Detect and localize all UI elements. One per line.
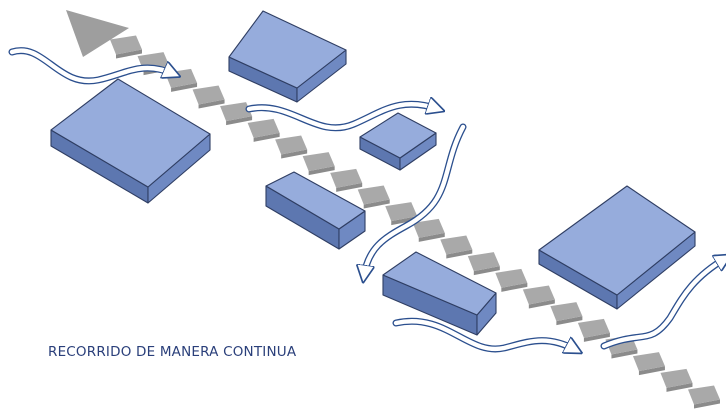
path-tile xyxy=(385,202,418,226)
path-tile xyxy=(550,302,583,326)
path-tile xyxy=(688,385,720,409)
flow-arrow-2 xyxy=(245,104,438,132)
process-box-5 xyxy=(382,251,497,336)
path-tile xyxy=(220,102,253,126)
path-tile xyxy=(495,268,528,292)
path-tile xyxy=(110,35,142,59)
path-tile xyxy=(275,135,308,159)
flow-arrow-3 xyxy=(364,123,467,276)
process-box-3 xyxy=(359,112,437,171)
path-tile xyxy=(440,235,473,259)
flow-arrows xyxy=(8,47,726,350)
diagram-caption: RECORRIDO DE MANERA CONTINUA xyxy=(48,344,297,360)
path-tile xyxy=(412,218,445,242)
path-tile xyxy=(357,185,390,209)
process-box-1 xyxy=(228,10,347,103)
path-tile xyxy=(632,352,665,376)
path-tile xyxy=(660,368,693,392)
path-tile xyxy=(522,285,555,309)
path-tile xyxy=(330,168,363,192)
process-box-4 xyxy=(265,171,366,250)
path-direction-arrowhead xyxy=(66,10,129,57)
path-tile xyxy=(247,118,280,142)
path-tile xyxy=(467,252,500,276)
path-tile xyxy=(192,85,225,109)
flow-arrow-4 xyxy=(392,317,576,350)
process-box-2 xyxy=(50,78,211,204)
path-tile xyxy=(577,318,610,342)
path-tile xyxy=(302,152,335,176)
flow-arrow-5 xyxy=(600,258,726,350)
flow-arrow-1 xyxy=(8,47,174,85)
process-box-6 xyxy=(538,185,696,310)
